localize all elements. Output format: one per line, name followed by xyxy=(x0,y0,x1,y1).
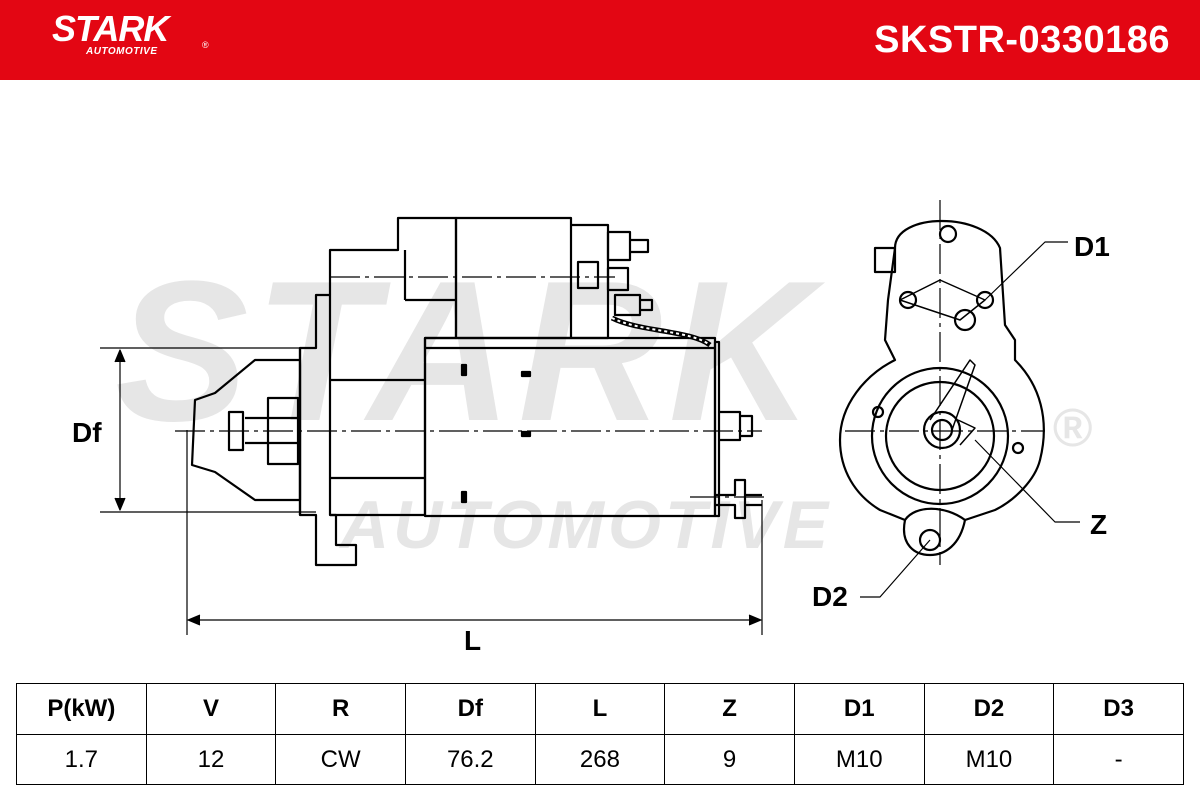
leader-lines xyxy=(860,241,1080,598)
brand-name: STARK xyxy=(52,8,169,49)
spec-header-cell: D1 xyxy=(793,683,925,735)
drive-nose xyxy=(190,358,302,502)
df-dimension xyxy=(100,347,316,513)
d1-leader xyxy=(984,241,1068,301)
z-leader xyxy=(974,439,1080,523)
brand-logo: STARK ® AUTOMOTIVE xyxy=(52,8,209,58)
spec-value-cell: 12 xyxy=(145,734,277,785)
technical-drawing: STARK AUTOMOTIVE ® xyxy=(72,200,1110,656)
spec-header-row: P(kW) V R Df L Z D1 D2 D3 xyxy=(16,683,1184,735)
d2-label: D2 xyxy=(812,581,848,612)
spec-header-cell: D2 xyxy=(923,683,1055,735)
starter-front-view xyxy=(838,220,1045,557)
header-bar: STARK ® AUTOMOTIVE SKSTR-0330186 xyxy=(0,0,1200,80)
d2-leader xyxy=(860,539,931,598)
z-label: Z xyxy=(1090,509,1107,540)
spec-value-cell: M10 xyxy=(923,734,1055,785)
brand-registered-mark: ® xyxy=(202,40,209,50)
l-label: L xyxy=(464,625,481,656)
watermark-registered: ® xyxy=(1052,398,1092,458)
spec-value-cell: M10 xyxy=(793,734,925,785)
front-housing-outline xyxy=(838,220,1045,557)
spec-value-cell: 1.7 xyxy=(16,734,147,785)
solenoid xyxy=(454,216,573,340)
spec-value-cell: 76.2 xyxy=(404,734,536,785)
part-number: SKSTR-0330186 xyxy=(874,19,1170,61)
spec-header-cell: Z xyxy=(664,683,795,735)
spec-header-cell: V xyxy=(145,683,277,735)
df-label: Df xyxy=(72,417,102,448)
spec-value-cell: 9 xyxy=(664,734,795,785)
spec-value-cell: - xyxy=(1053,734,1184,785)
spec-header-cell: R xyxy=(275,683,406,735)
d1-label: D1 xyxy=(1074,231,1110,262)
spec-value-cell: CW xyxy=(275,734,406,785)
specification-table: P(kW) V R Df L Z D1 D2 D3 1.7 12 CW 76.2… xyxy=(16,683,1184,785)
brand-subtitle: AUTOMOTIVE xyxy=(86,46,158,57)
spec-value-row: 1.7 12 CW 76.2 268 9 M10 M10 - xyxy=(16,734,1184,785)
spec-header-cell: P(kW) xyxy=(16,683,147,735)
watermark-subtext: AUTOMOTIVE xyxy=(338,487,832,563)
mounting-flange xyxy=(298,293,358,567)
spec-header-cell: D3 xyxy=(1053,683,1184,735)
spec-header-cell: Df xyxy=(404,683,536,735)
spec-header-cell: L xyxy=(534,683,666,735)
l-dimension xyxy=(186,430,763,635)
spec-value-cell: 268 xyxy=(534,734,666,785)
